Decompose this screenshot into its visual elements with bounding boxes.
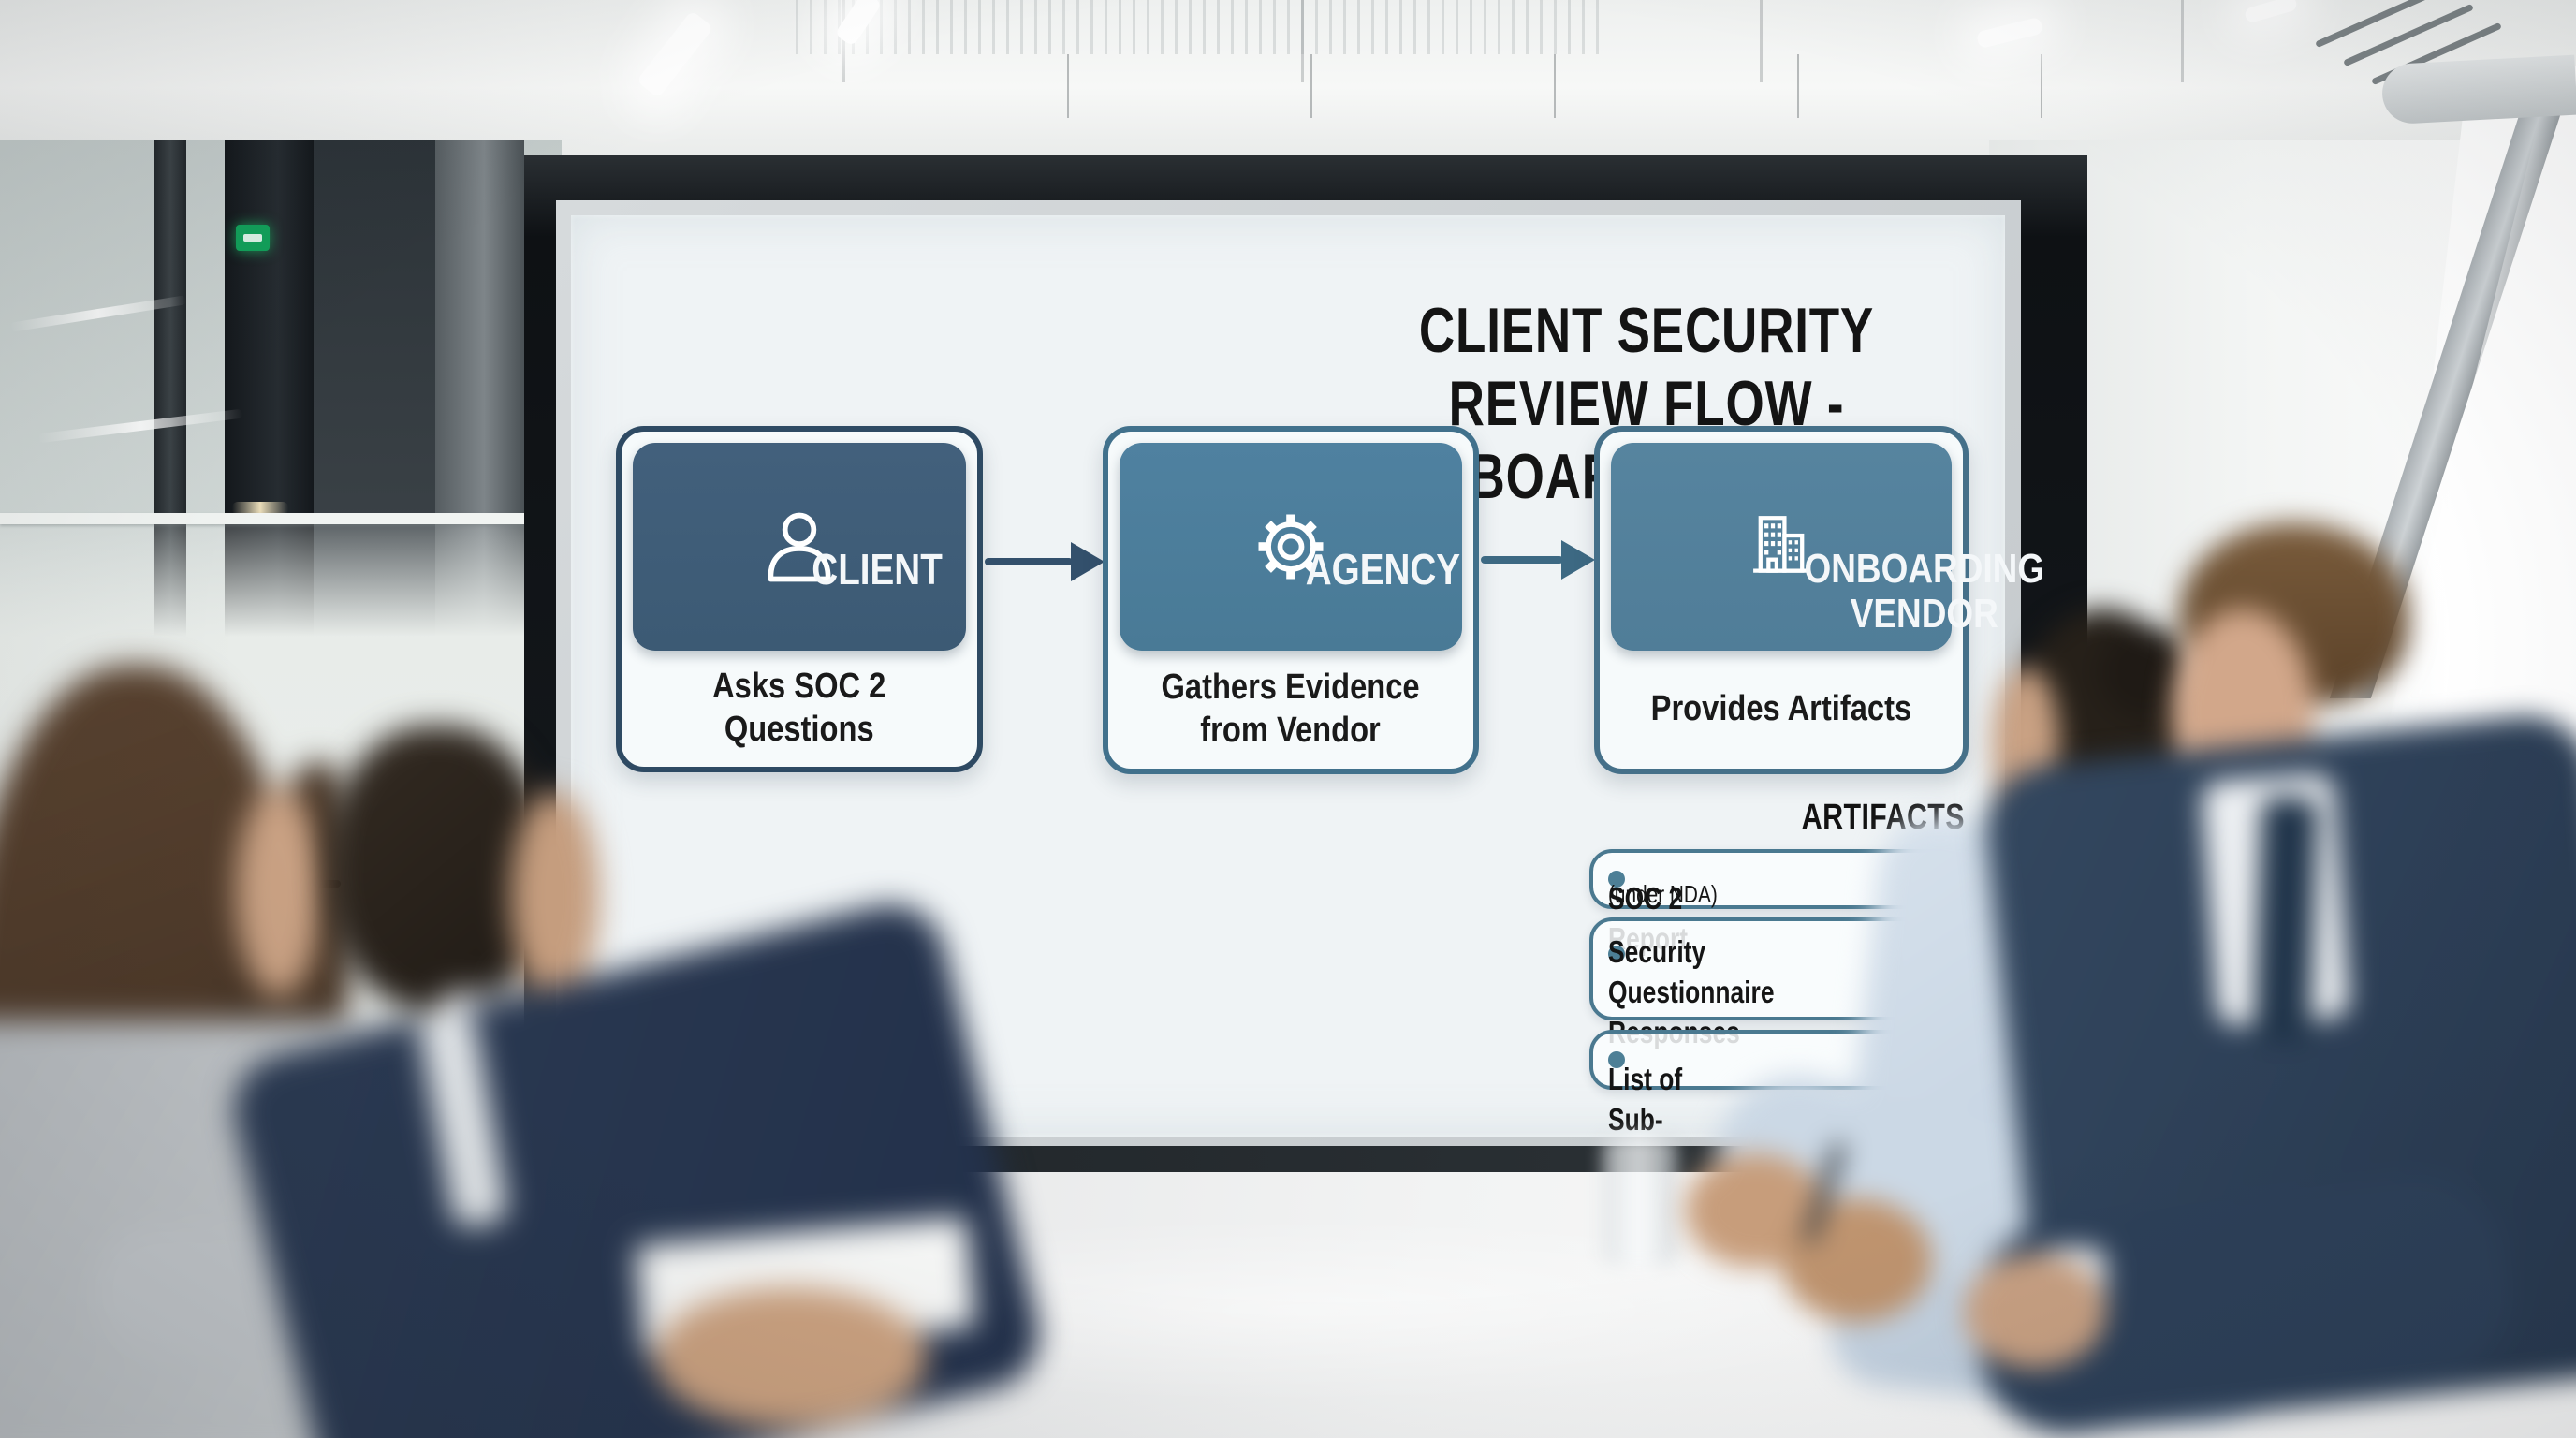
ceiling-hanger-rod	[1310, 54, 1312, 118]
ceiling-hanger-rod	[1554, 54, 1556, 118]
ceiling-light	[2243, 0, 2299, 24]
hand	[1964, 1255, 2106, 1369]
hand	[1780, 1198, 1932, 1322]
ceiling-seam	[842, 0, 845, 82]
bullet-icon	[1608, 871, 1625, 888]
bullet-icon	[1608, 946, 1625, 962]
hands	[655, 1287, 927, 1428]
flow-box-vendor-caption: Provides Artifacts	[1650, 688, 1912, 728]
glass-reflection	[37, 408, 243, 444]
flow-box-client-header: CLIENT	[633, 443, 966, 651]
bullet-icon	[1608, 1051, 1625, 1068]
ceiling-light	[1975, 16, 2044, 50]
building-icon	[1753, 516, 1809, 573]
flow-box-client-caption: Asks SOC 2 Questions	[712, 666, 886, 749]
water-glass	[1603, 1135, 1677, 1266]
arrow-head-icon	[1561, 540, 1595, 580]
person-man-right	[1963, 506, 2576, 1438]
face	[236, 786, 322, 997]
ceiling-vent	[2343, 3, 2474, 67]
flow-box-vendor: ONBOARDING VENDOR Provides Artifacts	[1594, 426, 2044, 774]
flow-box-vendor-header: ONBOARDING VENDOR	[1611, 443, 2044, 651]
person-woman-left	[0, 646, 543, 1438]
ceiling-seam	[1760, 0, 1763, 82]
face	[510, 791, 599, 1002]
ceiling	[0, 0, 2576, 161]
ceiling-light	[636, 9, 714, 99]
ceiling-perforated-panel	[796, 0, 1601, 54]
window-blind-housing	[2380, 54, 2576, 125]
glass-reflection	[232, 502, 288, 515]
arrow-shaft	[1481, 556, 1563, 564]
flow-arrow-1	[985, 541, 1105, 582]
gear-icon	[1258, 514, 1324, 580]
flow-arrow-2	[1481, 539, 1595, 580]
person-icon	[768, 512, 831, 582]
ceiling-seam	[2181, 0, 2184, 82]
ceiling-seam	[1301, 0, 1304, 82]
ceiling-hanger-rod	[1067, 54, 1069, 118]
tie	[2253, 797, 2319, 1044]
ceiling-hanger-rod	[1797, 54, 1799, 118]
arrow-shaft	[985, 558, 1073, 565]
exit-sign-glyph	[243, 234, 262, 242]
glass-rail	[0, 513, 562, 524]
flow-box-agency-caption: Gathers Evidence from Vendor	[1161, 667, 1421, 750]
ceiling-hanger-rod	[2041, 54, 2042, 118]
flow-box-client: CLIENT Asks SOC 2 Questions	[616, 426, 983, 772]
flow-box-agency-header: AGENCY	[1120, 443, 1462, 651]
arrow-head-icon	[1071, 542, 1105, 581]
exit-sign	[236, 225, 270, 251]
flow-box-agency: AGENCY Gathers Evidence from Vendor	[1103, 426, 1479, 774]
person-man-left	[222, 712, 1142, 1438]
